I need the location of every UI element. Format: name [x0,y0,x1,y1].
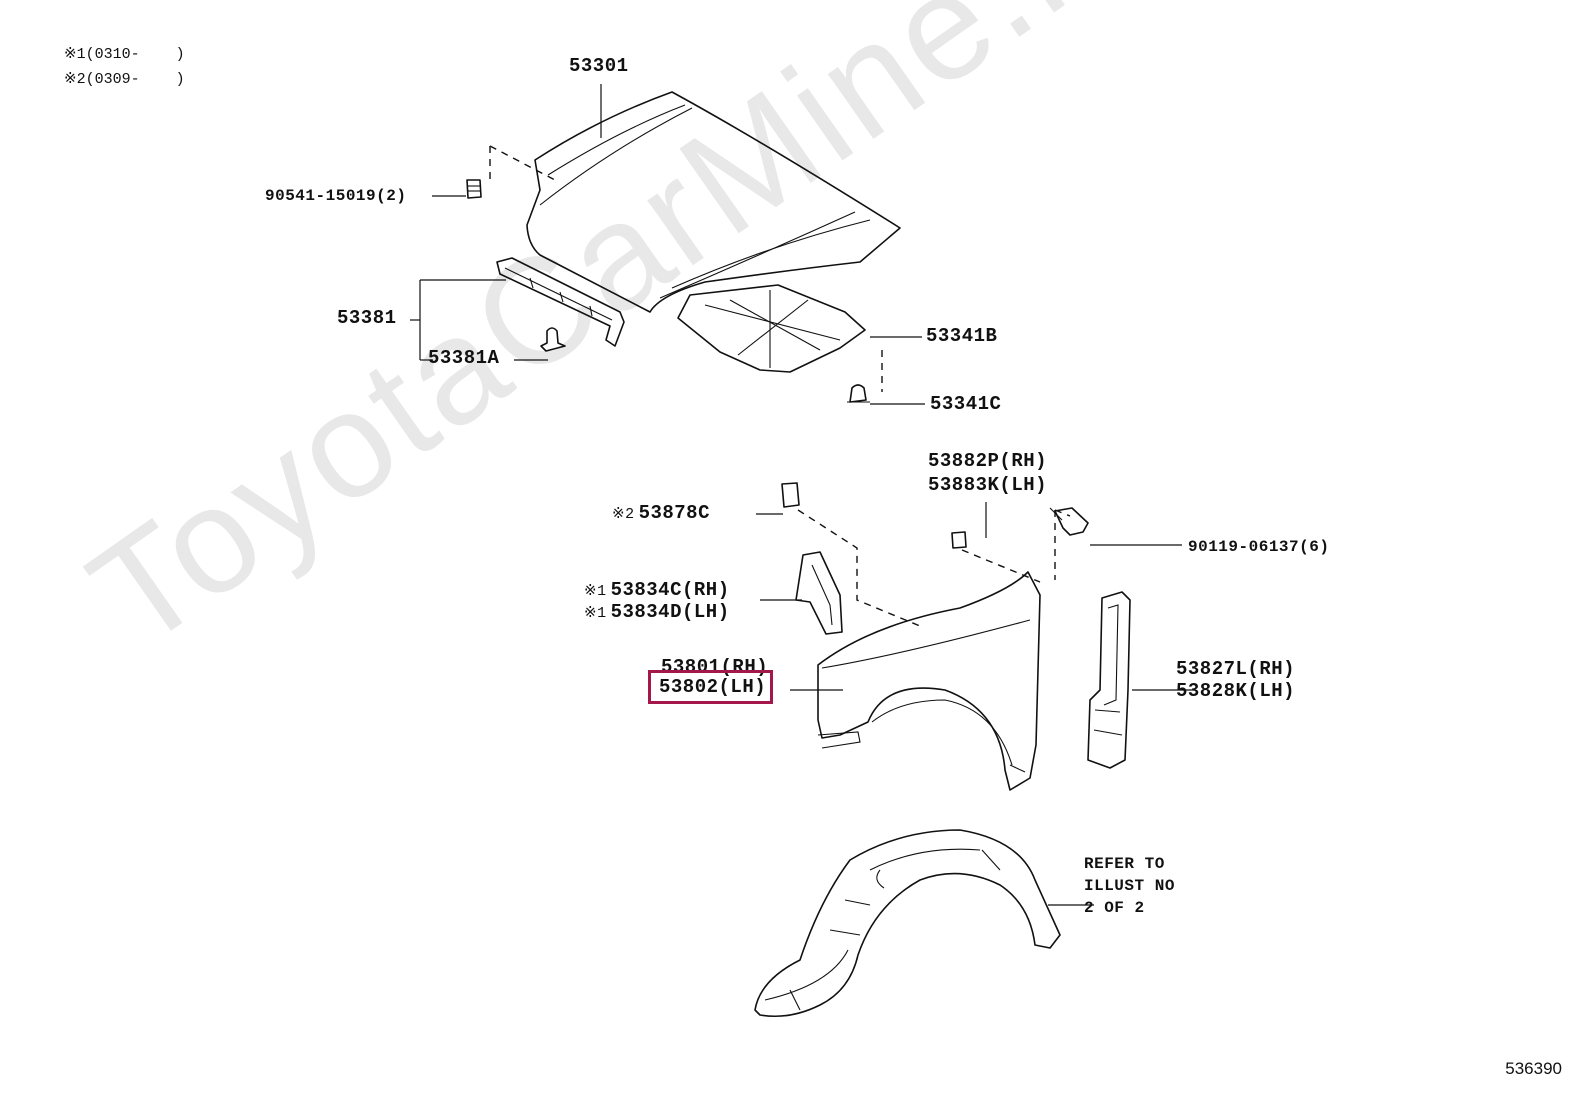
seal-clip-drawing [540,327,566,352]
part-label-hood-seal[interactable]: 53381 [337,307,397,329]
legend-item: ※1(0310- ) [64,42,185,67]
retainer-drawing [781,482,800,508]
part-number: 53834C(RH) [610,579,730,601]
legend-item: ※2(0309- ) [64,67,185,92]
fender-protector-drawing [1087,591,1131,769]
footnote-mark: ※2 [612,506,635,523]
footnote-mark: ※1 [584,583,607,600]
footnote-mark: ※1 [584,605,607,622]
note-line: 2 OF 2 [1084,899,1145,917]
part-number: 53834D(LH) [610,601,730,623]
part-label-insulator-clip[interactable]: 53341C [930,393,1002,415]
note-line: REFER TO [1084,855,1165,873]
legend-mark: ※2 [64,71,86,88]
insulator-clip-drawing [847,384,870,403]
part-label-seal-clip[interactable]: 53381A [428,347,500,369]
selected-part-highlight [648,670,773,704]
part-label-fender-lh[interactable]: 53802(LH) [659,676,767,698]
fender-bracket-drawing [795,551,843,635]
part-label-hood-cushion[interactable]: 90541-15019(2) [265,187,407,205]
part-label-fender-bolt[interactable]: 90119-06137(6) [1188,538,1330,556]
fender-drawing [817,571,1041,791]
part-label-liner-seal-lh[interactable]: 53883K(LH) [928,474,1048,496]
bolt-drawing [1049,507,1089,536]
liner-seal-drawing [951,531,967,549]
hood-seal-drawing [496,257,625,347]
hood-drawing [526,91,901,373]
part-label-hood[interactable]: 53301 [569,55,629,77]
part-label-liner-seal-rh[interactable]: 53882P(RH) [928,450,1048,472]
part-label-protector-rh[interactable]: 53827L(RH) [1176,658,1296,680]
refer-note: REFER TO ILLUST NO 2 OF 2 [1084,853,1175,919]
legend-mark: ※1 [64,46,86,63]
part-label-hood-insulator[interactable]: 53341B [926,325,998,347]
part-number: 53878C [638,502,710,524]
legend: ※1(0310- ) ※2(0309- ) [64,42,185,92]
fender-liner-drawing [754,829,1061,1018]
note-line: ILLUST NO [1084,877,1175,895]
legend-text: (0309- ) [85,71,185,88]
diagram-id: 536390 [1505,1059,1562,1078]
legend-text: (0310- ) [85,46,185,63]
cushion-drawing [466,179,482,199]
part-label-protector-lh[interactable]: 53828K(LH) [1176,680,1296,702]
